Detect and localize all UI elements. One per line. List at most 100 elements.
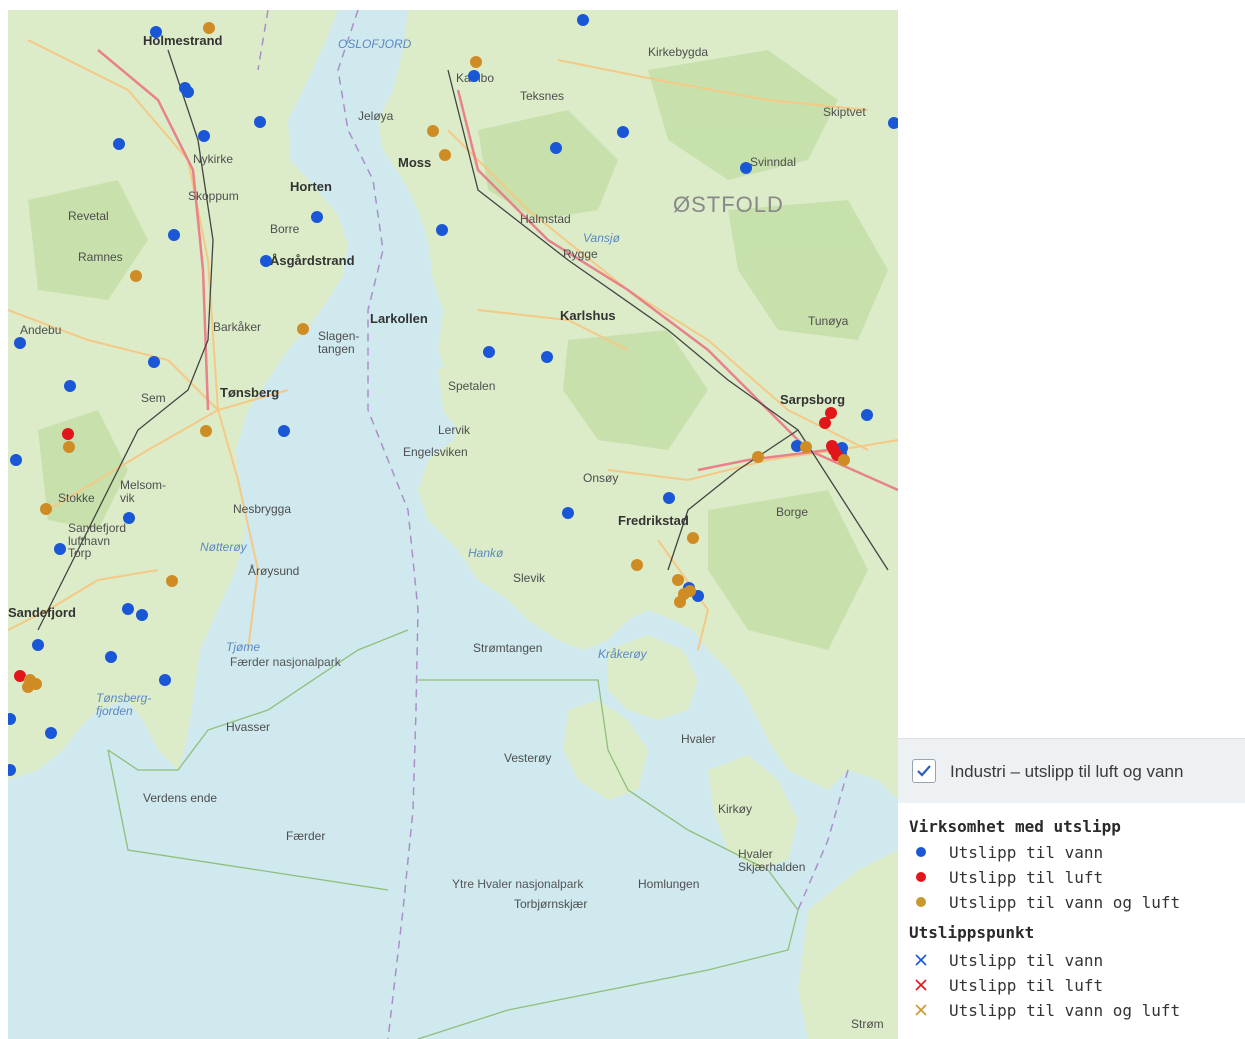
- place-label-nesbyen: Nesbrygga: [233, 502, 292, 516]
- place-label-hvalerskjaerhalden: Hvaler Skjærhalden: [738, 847, 806, 874]
- marker-utslipp-vann[interactable]: [14, 337, 26, 349]
- place-label-stromtangen: Strømtangen: [473, 641, 543, 655]
- marker-utslipp-vann[interactable]: [150, 26, 162, 38]
- map-view[interactable]: HolmestrandKirkebygdaOSLOFJORDJeløyaKamb…: [8, 10, 898, 1039]
- marker-utslipp-vann-og-luft[interactable]: [40, 503, 52, 515]
- marker-utslipp-vann-og-luft[interactable]: [631, 559, 643, 571]
- marker-utslipp-vann[interactable]: [122, 603, 134, 615]
- region-label: ØSTFOLD: [673, 192, 784, 217]
- marker-utslipp-vann-og-luft[interactable]: [166, 575, 178, 587]
- place-label-torbjornskjaer: Torbjørnskjær: [514, 897, 588, 911]
- place-label-larkollen: Larkollen: [370, 311, 428, 326]
- marker-utslipp-vann[interactable]: [550, 142, 562, 154]
- marker-utslipp-vann[interactable]: [541, 351, 553, 363]
- place-label-halmstad: Halmstad: [520, 212, 571, 226]
- marker-utslipp-vann-og-luft[interactable]: [674, 596, 686, 608]
- marker-utslipp-luft[interactable]: [62, 428, 74, 440]
- marker-utslipp-vann-og-luft[interactable]: [130, 270, 142, 282]
- marker-utslipp-vann[interactable]: [577, 14, 589, 26]
- place-label-sandefjord_torp: Sandefjord lufthavn Torp: [68, 521, 127, 561]
- place-label-slevik: Slevik: [513, 571, 546, 585]
- layer-toggle-row[interactable]: Industri – utslipp til luft og vann: [898, 738, 1245, 803]
- marker-utslipp-vann[interactable]: [148, 356, 160, 368]
- marker-utslipp-vann-og-luft[interactable]: [684, 585, 696, 597]
- place-label-skiptvet: Skiptvet: [823, 105, 866, 119]
- marker-utslipp-vann[interactable]: [663, 492, 675, 504]
- marker-utslipp-vann[interactable]: [311, 211, 323, 223]
- legend-utslippspunkt-item: Utslipp til vann og luft: [914, 999, 1234, 1021]
- railways: [37, 49, 889, 631]
- marker-utslipp-luft[interactable]: [828, 444, 840, 456]
- land-hvaler: [563, 700, 648, 800]
- marker-utslipp-vann-og-luft[interactable]: [687, 532, 699, 544]
- roads: [8, 39, 898, 651]
- marker-utslipp-vann[interactable]: [740, 162, 752, 174]
- marker-utslipp-vann[interactable]: [168, 229, 180, 241]
- place-label-homlungen: Homlungen: [638, 877, 700, 891]
- marker-utslipp-vann[interactable]: [562, 507, 574, 519]
- marker-utslipp-vann-og-luft[interactable]: [63, 441, 75, 453]
- marker-utslipp-vann[interactable]: [260, 255, 272, 267]
- cross-icon: [914, 1003, 928, 1017]
- place-label-kirkoy: Kirkøy: [718, 802, 752, 816]
- marker-utslipp-vann-og-luft[interactable]: [22, 681, 34, 693]
- marker-utslipp-vann[interactable]: [8, 764, 16, 776]
- legend-virksomhet-item: Utslipp til vann og luft: [914, 891, 1234, 913]
- marker-utslipp-vann[interactable]: [54, 543, 66, 555]
- marker-utslipp-vann-og-luft[interactable]: [200, 425, 212, 437]
- marker-utslipp-vann[interactable]: [861, 409, 873, 421]
- marker-utslipp-vann[interactable]: [32, 639, 44, 651]
- place-label-borre: Borre: [270, 222, 300, 236]
- legend-utslippspunkt-label: Utslipp til vann: [949, 951, 1104, 970]
- dot-icon: [914, 845, 928, 859]
- place-label-teksnes: Teksnes: [520, 89, 565, 103]
- marker-utslipp-luft[interactable]: [14, 670, 26, 682]
- marker-utslipp-vann-og-luft[interactable]: [470, 56, 482, 68]
- marker-utslipp-vann[interactable]: [64, 380, 76, 392]
- marker-utslipp-vann-og-luft[interactable]: [672, 574, 684, 586]
- place-label-yhnp: Ytre Hvaler nasjonalpark: [452, 877, 584, 891]
- marker-utslipp-vann[interactable]: [136, 609, 148, 621]
- marker-utslipp-vann-og-luft[interactable]: [752, 451, 764, 463]
- checkmark-icon: [917, 765, 931, 777]
- marker-utslipp-vann[interactable]: [254, 116, 266, 128]
- marker-utslipp-vann[interactable]: [105, 651, 117, 663]
- marker-utslipp-vann-og-luft[interactable]: [800, 441, 812, 453]
- place-label-asgardstrand: Åsgårdstrand: [270, 253, 355, 268]
- marker-utslipp-vann-og-luft[interactable]: [203, 22, 215, 34]
- marker-utslipp-vann[interactable]: [10, 454, 22, 466]
- marker-utslipp-vann[interactable]: [182, 86, 194, 98]
- marker-utslipp-vann[interactable]: [483, 346, 495, 358]
- marker-utslipp-vann-og-luft[interactable]: [838, 454, 850, 466]
- marker-utslipp-vann[interactable]: [123, 512, 135, 524]
- border-lines: [257, 10, 849, 1039]
- marker-utslipp-vann-og-luft[interactable]: [297, 323, 309, 335]
- place-label-sandefjord: Sandefjord: [8, 605, 76, 620]
- marker-utslipp-vann[interactable]: [278, 425, 290, 437]
- place-label-skoppum: Skoppum: [188, 189, 239, 203]
- place-label-onsoy: Onsøy: [583, 471, 619, 485]
- marker-utslipp-vann[interactable]: [198, 130, 210, 142]
- place-label-sarpsborg: Sarpsborg: [780, 392, 846, 407]
- legend-utslippspunkt-item: Utslipp til luft: [914, 974, 1234, 996]
- marker-utslipp-vann[interactable]: [888, 117, 898, 129]
- dot-icon: [914, 870, 928, 884]
- marker-utslipp-vann-og-luft[interactable]: [439, 149, 451, 161]
- marker-utslipp-vann-og-luft[interactable]: [427, 125, 439, 137]
- marker-utslipp-vann[interactable]: [617, 126, 629, 138]
- marker-utslipp-vann[interactable]: [468, 70, 480, 82]
- marker-utslipp-vann[interactable]: [159, 674, 171, 686]
- marker-utslipp-luft[interactable]: [819, 417, 831, 429]
- place-label-aroysund: Årøysund: [248, 564, 300, 578]
- place-label-kraakeroy: Kråkerøy: [598, 647, 647, 661]
- place-label-verdensende: Verdens ende: [143, 791, 218, 805]
- marker-utslipp-luft[interactable]: [825, 407, 837, 419]
- marker-utslipp-vann[interactable]: [45, 727, 57, 739]
- layer-checkbox[interactable]: [912, 759, 936, 783]
- marker-utslipp-vann[interactable]: [436, 224, 448, 236]
- legend-heading-utslippspunkt: Utslippspunkt: [909, 923, 1035, 942]
- marker-utslipp-vann[interactable]: [8, 713, 16, 725]
- land-kraakeroy: [608, 635, 698, 720]
- place-label-hvaler: Hvaler: [681, 732, 716, 746]
- marker-utslipp-vann[interactable]: [113, 138, 125, 150]
